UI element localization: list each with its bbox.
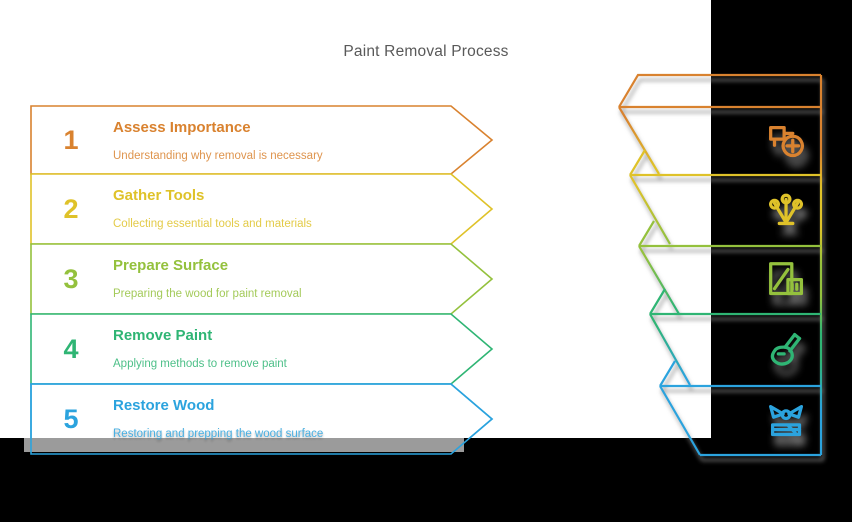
tools-icon: [769, 193, 803, 226]
chevron-ribbon: [618, 73, 823, 457]
polish-icon: [769, 404, 804, 437]
step-banner: [30, 313, 494, 385]
step-banner: [30, 173, 494, 245]
ribbon-diagonal: [659, 385, 701, 456]
ribbon-diagonal: [629, 174, 671, 245]
ribbon-diagonal: [649, 313, 691, 386]
sanding-icon: [769, 262, 804, 296]
banner-shadow: [24, 438, 464, 452]
ribbon-diagonal: [638, 245, 680, 315]
step-banner-outline: [30, 383, 494, 455]
ribbon-notch: [638, 220, 655, 247]
inspect-icon: [769, 125, 804, 158]
ribbon-notch: [629, 149, 646, 176]
ribbon-notch: [659, 360, 676, 387]
bottom-black-band: [0, 438, 852, 522]
ribbon-diagonal: [618, 106, 660, 175]
step-banner: [30, 105, 494, 175]
ribbon-cap: [618, 73, 821, 108]
ribbon-notch: [649, 288, 666, 315]
step-banner: [30, 243, 494, 315]
scraper-icon: [770, 333, 802, 366]
